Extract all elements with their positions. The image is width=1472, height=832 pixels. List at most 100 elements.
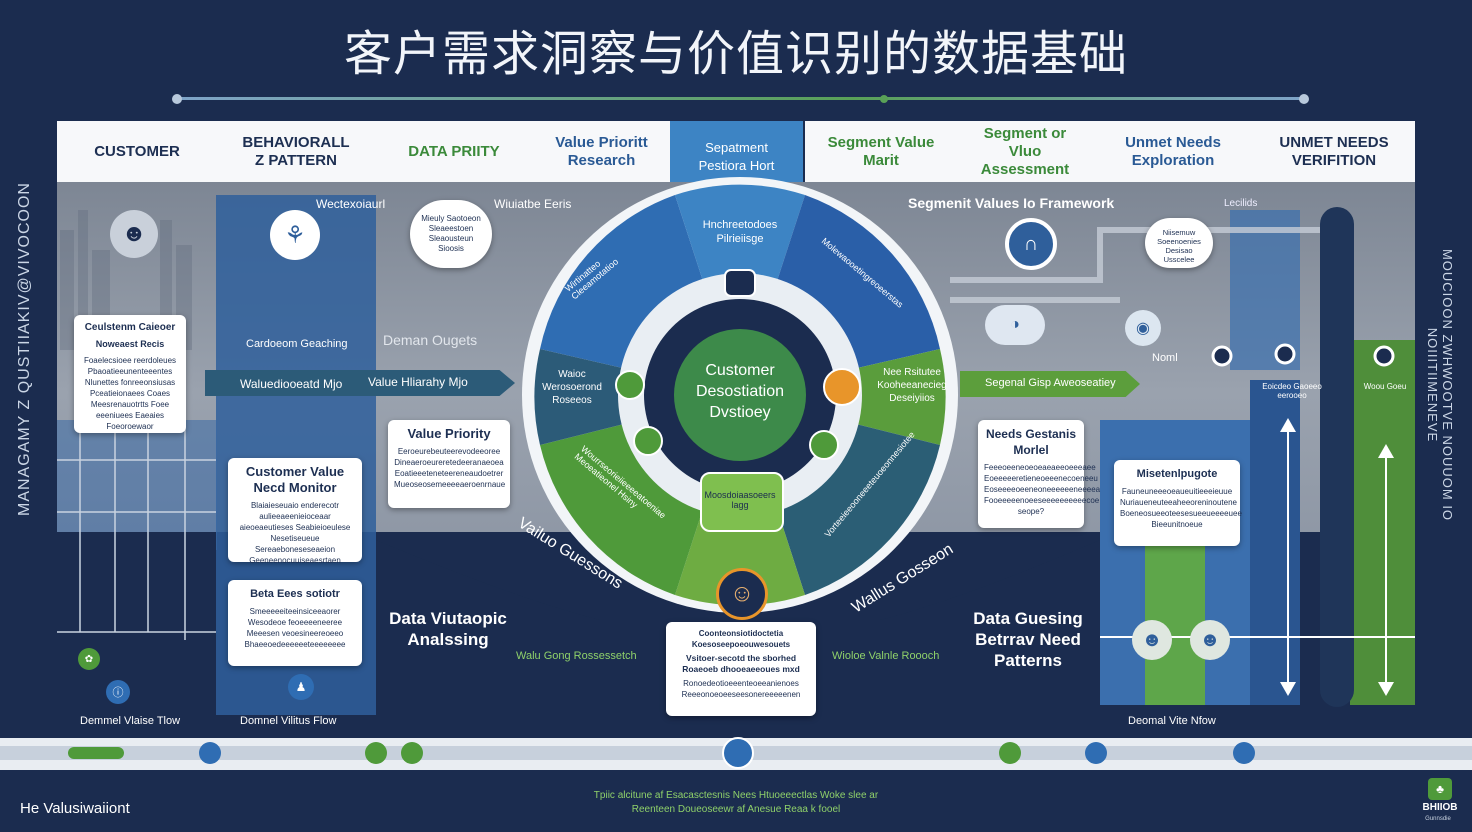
tab-label: DATA PRIITY xyxy=(408,142,500,160)
label-data-visual-analysing: Data Viutaopic Analssing xyxy=(389,609,507,649)
tab-label: CUSTOMER xyxy=(94,142,180,160)
card-center-bottom: Coonteonsiotidoctetia Koesoseepoeouwesou… xyxy=(666,622,816,716)
side-label-right: MOUCIOON ZWHWOOTVE NOUUOM IO NOIIITIIMEN… xyxy=(1425,248,1455,522)
gauge-icon: ◑ xyxy=(985,305,1045,345)
face-icon-left: ☻ xyxy=(1132,620,1172,660)
leaf-icon: ✿ xyxy=(78,648,100,670)
label-flow-right: Deomal Vite Nfow xyxy=(1128,715,1216,727)
wheel-center[interactable] xyxy=(674,329,806,461)
footer-logo-text: BHIIOB xyxy=(1422,802,1458,813)
card-body: Smeeeeeiteeinsiceeaorer Wesodeoe feoeeee… xyxy=(244,607,346,649)
timeline-node[interactable] xyxy=(999,742,1021,764)
label-going-right: Wioloe Valnle Roooch xyxy=(832,650,940,662)
card-title: Misetenlpugote xyxy=(1136,468,1218,480)
card-title: Ceulstenm Caieoer xyxy=(84,322,176,333)
arrow-label-right: Segenal Gisp Aweoseatiey xyxy=(985,377,1116,389)
customer-head-icon: ☻ xyxy=(110,210,158,258)
timeline-node[interactable] xyxy=(365,742,387,764)
divider-dot-mid xyxy=(880,94,888,103)
right-tower xyxy=(1230,210,1300,370)
card-body: Ronoedeotioeeenteoeeanienoes Reeeonoeoee… xyxy=(681,679,801,699)
label-cardeem: Cardoeom Geaching xyxy=(246,338,348,350)
tab-unmet-needs-exploration[interactable]: Unmet Needs Exploration xyxy=(1093,121,1255,182)
tab-label: BEHAVIORALL Z PATTERN xyxy=(242,133,350,169)
chart-icon xyxy=(724,269,756,297)
arrow-label-b: Value Hliarahy Mjo xyxy=(368,375,468,389)
tab-label: Segment or Vluo Assessment xyxy=(980,124,1070,178)
card-value-priority: Value Priority Eeroeurebeuteerevodeeoree… xyxy=(388,420,510,508)
lower-arc-left xyxy=(376,540,600,705)
card-body: Feeeoeeneoeoeaeaeeoeeeaee Eoeeeeeretiene… xyxy=(984,463,1101,516)
customer-wheel xyxy=(522,177,958,613)
node-left-icon xyxy=(615,370,645,400)
tab-value-priority-research[interactable]: Value Prioritt Research xyxy=(533,121,672,182)
left-blue-block xyxy=(57,420,217,550)
lower-arc-right xyxy=(880,540,1100,705)
card-title: Value Priority xyxy=(407,426,491,441)
card-body: Eeroeurebeuteerevodeeoree Dineaeroeurere… xyxy=(394,447,506,489)
timeline-node[interactable] xyxy=(401,742,423,764)
person-avatar-icon: ☺ xyxy=(716,568,768,620)
node-right-icon xyxy=(823,368,861,406)
title-divider xyxy=(172,93,1309,104)
value-hierarchy-arrow xyxy=(205,370,515,396)
card-subtitle: Noweaest Recis xyxy=(95,339,165,349)
card-body: Blaiaieseuaio enderecotr aulieeaeenieioc… xyxy=(239,501,351,565)
footer-left-brand: He Valusiwaiiont xyxy=(20,800,130,817)
face-icon-right: ☻ xyxy=(1190,620,1230,660)
header-tabs: CUSTOMER BEHAVIORALL Z PATTERN DATA PRII… xyxy=(57,121,1415,193)
card-body: Foaelecsioee reerdoleues Pbaoatieeunente… xyxy=(83,356,177,431)
idea-bubble-right: Niisemuw Soeenoenies Desisao Usscelee xyxy=(1145,218,1213,268)
label-going-left: Walu Gong Rossessetch xyxy=(516,650,637,662)
right-dark-column xyxy=(1250,380,1300,705)
label-demand: Deman Ougets xyxy=(383,332,478,348)
wheel-left-label: Waioc Werosoerond Roseeos xyxy=(542,369,602,406)
timeline-node[interactable] xyxy=(199,742,221,764)
timeline-node-active[interactable] xyxy=(722,737,754,769)
tab-customer[interactable]: CUSTOMER xyxy=(57,121,219,182)
tab-data-priority[interactable]: DATA PRIITY xyxy=(375,121,535,182)
ladder-arrows xyxy=(1280,418,1394,696)
card-title: Customer Value Necd Monitor xyxy=(245,464,345,495)
footer-logo-sub: Gunnsdie xyxy=(1425,816,1451,822)
tab-label: UNMET NEEDS VERIFITION xyxy=(1279,133,1389,169)
card-title: Needs Gestanis Morlel xyxy=(985,427,1077,457)
label-behavioral: Wectexoiaurl xyxy=(316,197,386,211)
card-needs-model: Needs Gestanis Morlel Feeeoeeneoeoeaeaee… xyxy=(978,420,1101,528)
wheel-right-label: Nee Rsitutee Kooheeanecieg Deseiyiios xyxy=(877,367,947,404)
card-data-fees: Beta Eees sotiotr Smeeeeeiteeinsiceeaore… xyxy=(228,580,362,666)
idea-bubble: Mieuly Saotoeon Sleaeestoen Sleaousteun … xyxy=(410,200,492,268)
label-flow-left-b: Domnel Vilitus Flow xyxy=(240,715,337,727)
shield-lock-icon: ∩ xyxy=(1005,218,1057,270)
label-noml: Noml xyxy=(1152,352,1178,364)
side-label-left: MANAGAMY Z QUSTIIAKIV@VIVOCOON xyxy=(16,182,33,516)
timeline-node[interactable] xyxy=(1233,742,1255,764)
timeline-node[interactable] xyxy=(1085,742,1107,764)
label-leads: Lecilids xyxy=(1224,198,1258,209)
node-lower-right-icon xyxy=(809,430,839,460)
right-vertical-bar xyxy=(1320,207,1354,707)
footer-center-line1: Tpiic alcitune af Esacasctesnis Nees Htu… xyxy=(593,790,879,801)
ladder-label-top: Eoicdeo Gaoeeo eerooeo xyxy=(1262,382,1322,400)
divider-dot-right xyxy=(1299,93,1309,104)
tab-label: Unmet Needs Exploration xyxy=(1125,133,1221,169)
timeline-progress xyxy=(68,747,124,759)
timeline-nodes xyxy=(199,737,1255,769)
card-miselenigt: Misetenlpugote Fauneuneeeoeaueuitieeeieu… xyxy=(1114,460,1242,546)
pipes xyxy=(950,227,1320,303)
tab-label: Sepatment Pestiora Hort xyxy=(698,140,775,173)
node-lower-left-icon xyxy=(633,426,663,456)
tab-unmet-needs-verification[interactable]: UNMET NEEDS VERIFITION xyxy=(1253,121,1415,182)
person-icon: ♟ xyxy=(288,674,314,700)
label-framework: Segmenit Values Io Framework xyxy=(908,195,1115,211)
right-nodes xyxy=(1211,343,1395,367)
eye-icon: ◉ xyxy=(1125,310,1161,346)
tab-label: Segment Value Marit xyxy=(827,133,935,169)
tab-segment-value-merit[interactable]: Segment Value Marit xyxy=(805,121,959,182)
card-title: Beta Eees sotiotr xyxy=(250,588,340,600)
tab-segment-value-assessment[interactable]: Segment or Vluo Assessment xyxy=(957,121,1095,182)
card-body: Fauneuneeeoeaueuitieeeieuue Nuriaueneute… xyxy=(1120,487,1242,529)
card-customer-career: Ceulstenm Caieoer Noweaest Recis Foaelec… xyxy=(74,315,186,433)
label-flow-left-a: Demmel Vlaise Tlow xyxy=(80,715,181,727)
